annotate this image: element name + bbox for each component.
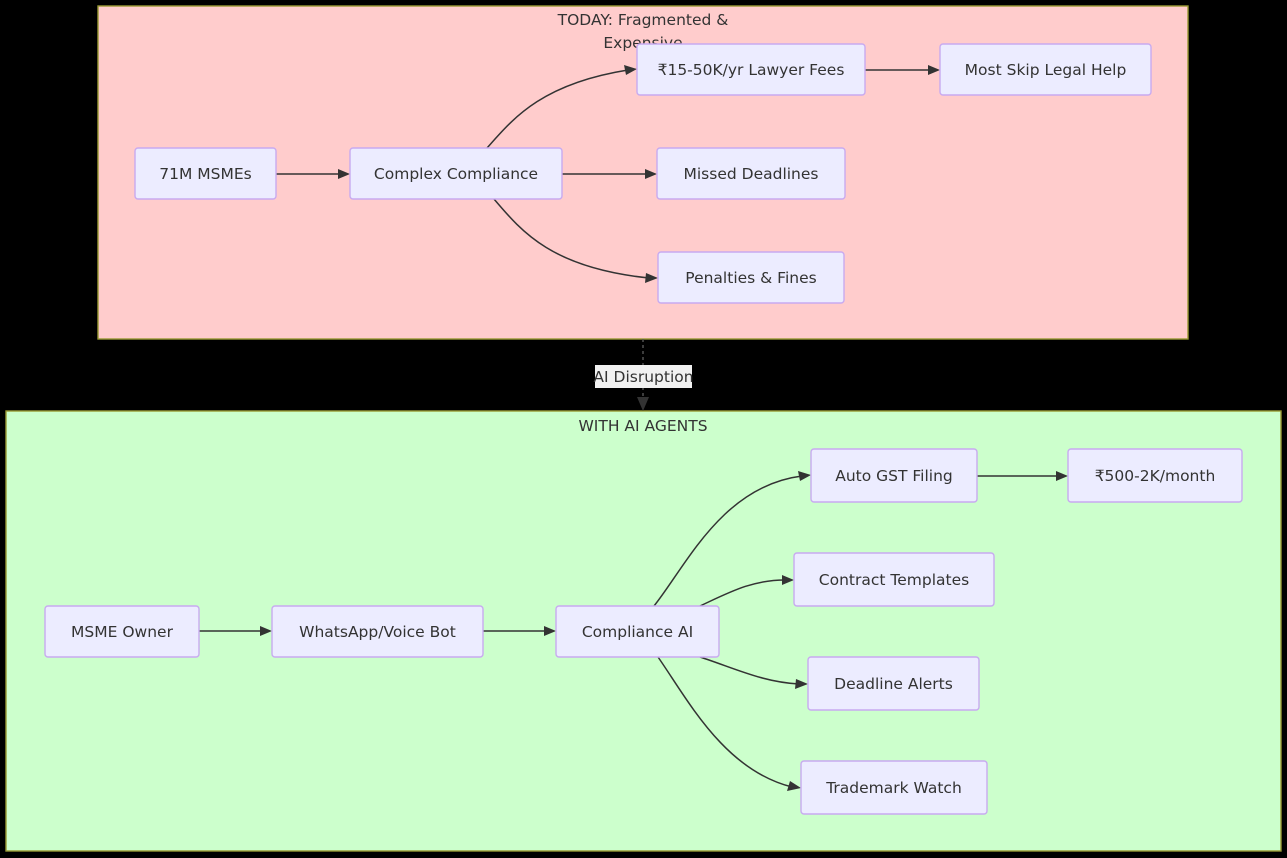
node-auto-gst-filing-rect[interactable] bbox=[810, 448, 978, 503]
node-msme-owner-rect[interactable] bbox=[44, 605, 200, 658]
node-most-skip-legal-help-rect[interactable] bbox=[939, 43, 1152, 96]
edge-compliance-ai-to-alerts bbox=[699, 656, 808, 689]
node-lawyer-fees[interactable]: ₹15-50K/yr Lawyer Fees bbox=[636, 43, 866, 96]
node-price-per-month[interactable]: ₹500-2K/month bbox=[1067, 448, 1243, 503]
edge-complex-to-lawyer-fees bbox=[486, 65, 637, 149]
edge-compliance-ai-to-trademark bbox=[657, 656, 801, 791]
node-71m-msmes[interactable]: 71M MSMEs bbox=[134, 147, 277, 200]
edge-label-background bbox=[595, 365, 692, 388]
node-whatsapp-voice-bot-rect[interactable] bbox=[271, 605, 484, 658]
edge-msmes-to-complex bbox=[276, 169, 350, 179]
edge-gst-to-price bbox=[977, 471, 1068, 481]
node-deadline-alerts[interactable]: Deadline Alerts bbox=[807, 656, 980, 711]
node-trademark-watch-rect[interactable] bbox=[800, 760, 988, 815]
node-penalties-and-fines[interactable]: Penalties & Fines bbox=[657, 251, 845, 304]
node-most-skip-legal-help[interactable]: Most Skip Legal Help bbox=[939, 43, 1152, 96]
node-msme-owner-label: MSME Owner bbox=[71, 623, 174, 641]
node-complex-compliance-rect[interactable] bbox=[349, 147, 563, 200]
node-compliance-ai-label: Compliance AI bbox=[582, 623, 693, 641]
node-lawyer-fees-rect[interactable] bbox=[636, 43, 866, 96]
node-trademark-watch[interactable]: Trademark Watch bbox=[800, 760, 988, 815]
node-msme-owner[interactable]: MSME Owner bbox=[44, 605, 200, 658]
edge-compliance-ai-to-contracts bbox=[699, 575, 794, 607]
edge-complex-to-missed-deadlines bbox=[562, 169, 657, 179]
node-71m-msmes-rect[interactable] bbox=[134, 147, 277, 200]
cluster-today-title-line1: TODAY: Fragmented & bbox=[557, 11, 729, 29]
node-71m-msmes-label: 71M MSMEs bbox=[159, 165, 251, 183]
node-trademark-watch-label: Trademark Watch bbox=[825, 779, 962, 797]
node-penalties-and-fines-rect[interactable] bbox=[657, 251, 845, 304]
node-missed-deadlines-rect[interactable] bbox=[656, 147, 846, 200]
node-whatsapp-voice-bot-label: WhatsApp/Voice Bot bbox=[299, 623, 456, 641]
edge-compliance-ai-to-gst bbox=[653, 471, 811, 607]
edge-lawyer-fees-to-most-skip bbox=[865, 65, 940, 75]
node-complex-compliance-label: Complex Compliance bbox=[374, 165, 538, 183]
node-complex-compliance[interactable]: Complex Compliance bbox=[349, 147, 563, 200]
node-auto-gst-filing-label: Auto GST Filing bbox=[835, 467, 953, 485]
edge-complex-to-penalties bbox=[493, 198, 658, 283]
node-compliance-ai-rect[interactable] bbox=[555, 605, 720, 658]
edge-label-ai-disruption: AI Disruption bbox=[593, 368, 693, 386]
edge-owner-to-bot bbox=[199, 626, 272, 636]
node-lawyer-fees-label: ₹15-50K/yr Lawyer Fees bbox=[658, 61, 845, 79]
node-missed-deadlines[interactable]: Missed Deadlines bbox=[656, 147, 846, 200]
node-deadline-alerts-rect[interactable] bbox=[807, 656, 980, 711]
node-compliance-ai[interactable]: Compliance AI bbox=[555, 605, 720, 658]
node-contract-templates-rect[interactable] bbox=[793, 552, 995, 607]
cluster-agents-title: WITH AI AGENTS bbox=[578, 417, 707, 435]
node-missed-deadlines-label: Missed Deadlines bbox=[684, 165, 819, 183]
node-most-skip-legal-help-label: Most Skip Legal Help bbox=[965, 61, 1127, 79]
edge-bot-to-compliance-ai bbox=[483, 626, 556, 636]
node-contract-templates[interactable]: Contract Templates bbox=[793, 552, 995, 607]
node-contract-templates-label: Contract Templates bbox=[819, 571, 969, 589]
node-deadline-alerts-label: Deadline Alerts bbox=[834, 675, 953, 693]
edge-ai-disruption: AI Disruption bbox=[593, 339, 694, 411]
node-price-per-month-label: ₹500-2K/month bbox=[1095, 467, 1216, 485]
node-price-per-month-rect[interactable] bbox=[1067, 448, 1243, 503]
node-whatsapp-voice-bot[interactable]: WhatsApp/Voice Bot bbox=[271, 605, 484, 658]
node-penalties-and-fines-label: Penalties & Fines bbox=[685, 269, 816, 287]
node-auto-gst-filing[interactable]: Auto GST Filing bbox=[810, 448, 978, 503]
